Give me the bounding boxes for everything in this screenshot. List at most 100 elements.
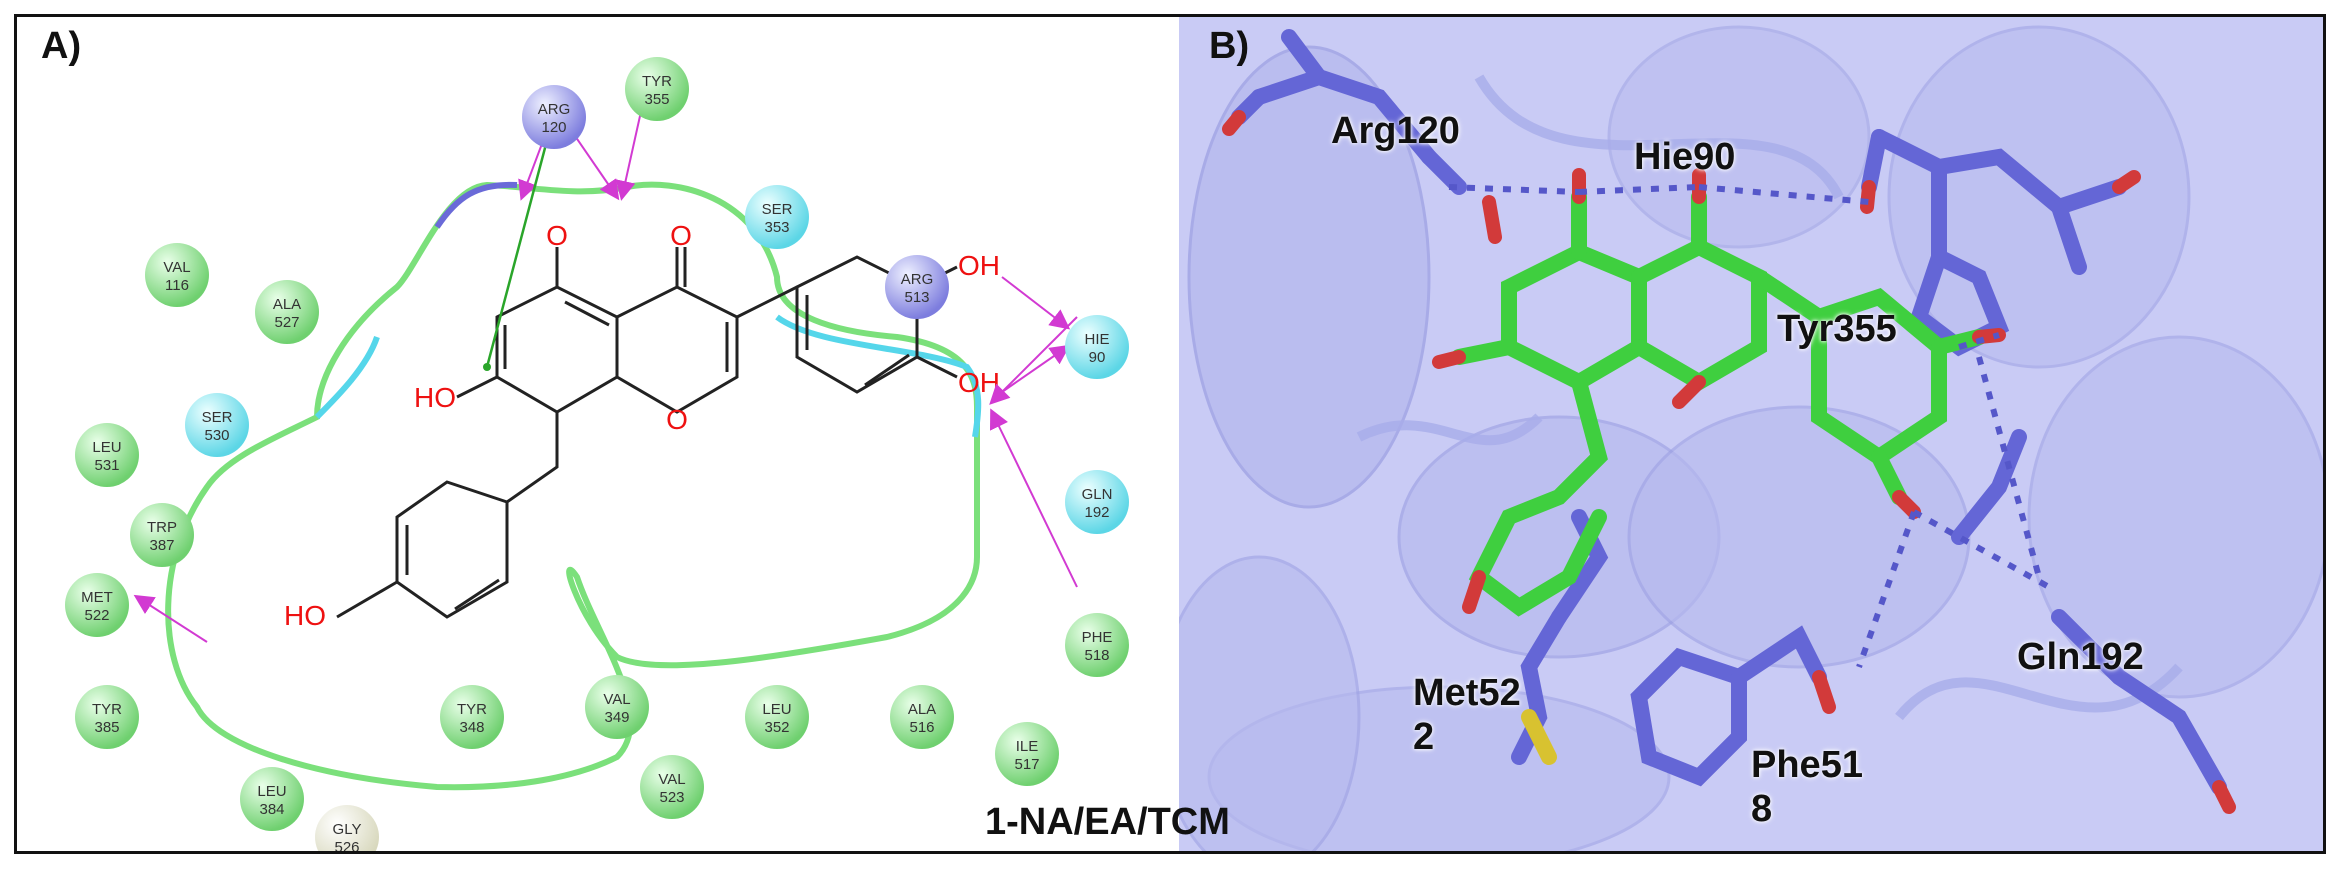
residue-name: LEU [762,701,791,718]
pocket-outline-cyan [775,314,982,438]
ligand-oxygens [1432,168,2006,614]
atom-ho-left: HO [414,382,456,413]
residue-number: 523 [659,789,684,806]
atom-o-top-left: O [546,220,568,251]
residue-sticks [1231,29,2227,795]
residue-number: 527 [274,314,299,331]
residue-circle [890,685,954,749]
protein-ribbons [1179,25,2323,851]
residue-number: 517 [1014,756,1039,773]
pocket-outline-cyan-left [314,335,380,420]
residue-name: ARG [538,101,571,118]
atom-oh-bottom: OH [958,367,1000,398]
residue-number: 385 [94,719,119,736]
panel-b-label: B) [1209,25,1250,67]
residue-name: VAL [163,259,190,276]
residue-number: 384 [259,801,284,818]
residue-bubbles: ARG120TYR355SER353ARG513VAL116ALA527SER5… [65,57,1129,869]
residue-circle [145,243,209,307]
sulfur-atom [1521,709,1557,765]
residue-number: 120 [541,119,566,136]
residue-circle [1065,470,1129,534]
residue-number: 518 [1084,647,1109,664]
residue-circle [585,675,649,739]
residue-name: TYR [642,73,672,90]
residue-name: ARG [901,271,934,288]
residue-circle [745,185,809,249]
residue-name: TYR [457,701,487,718]
residue-number: 513 [904,289,929,306]
residue-name: ALA [273,296,301,313]
residue-circle [1065,315,1129,379]
interaction-diagram-svg: O O O HO OH OH HO [65,57,1129,869]
panel-a-label: A) [41,25,82,67]
residue-name: PHE [1082,629,1113,646]
residue-number: 116 [165,277,189,294]
atom-oh-top: OH [958,250,1000,281]
residue-name: GLN [1082,486,1113,503]
panel-b-3d-view: B) [1179,17,2323,851]
residue-name: SER [762,201,793,218]
protein-3d-svg [1179,25,2323,851]
residue-number: 90 [1089,349,1106,366]
label-met522: Met52 2 [1413,672,1521,758]
residue-circle [130,503,194,567]
residue-number: 192 [1084,504,1109,521]
residue-circle [522,85,586,149]
atom-o-top-right: O [670,220,692,251]
atom-o-ring: O [666,404,688,435]
ligand-sticks [1451,189,1987,617]
residue-number: 526 [334,839,359,851]
residue-number: 349 [604,709,629,726]
label-phe518: Phe51 8 [1751,744,1863,830]
residue-number: 522 [84,607,109,624]
residue-name: ALA [908,701,936,718]
residue-number: 353 [764,219,789,236]
residue-number: 531 [94,457,119,474]
residue-circle [995,722,1059,786]
residue-circle [65,573,129,637]
residue-name: MET [81,589,113,606]
label-tyr355: Tyr355 [1777,308,1897,350]
residue-name: LEU [92,439,121,456]
residue-circle [745,685,809,749]
residue-name: LEU [257,783,286,800]
residue-circle [75,423,139,487]
residue-name: VAL [603,691,630,708]
residue-name: ILE [1016,738,1039,755]
residue-circle [885,255,949,319]
figure-frame: A) [14,14,2326,869]
residue-circle [185,393,249,457]
residue-name: TYR [92,701,122,718]
residue-circle [75,685,139,749]
residue-name: VAL [658,771,685,788]
residue-number: 530 [204,427,229,444]
residue-name: TRP [147,519,177,536]
residue-circle [440,685,504,749]
residue-name: HIE [1084,331,1109,348]
pocket-outline [165,181,981,791]
panel-a-interaction-diagram: A) [17,17,1177,869]
hbond-dashes [1448,184,2051,669]
residue-circle [1065,613,1129,677]
residue-number: 352 [764,719,789,736]
atom-ho-bottom: HO [284,600,326,631]
residue-circle [240,767,304,831]
